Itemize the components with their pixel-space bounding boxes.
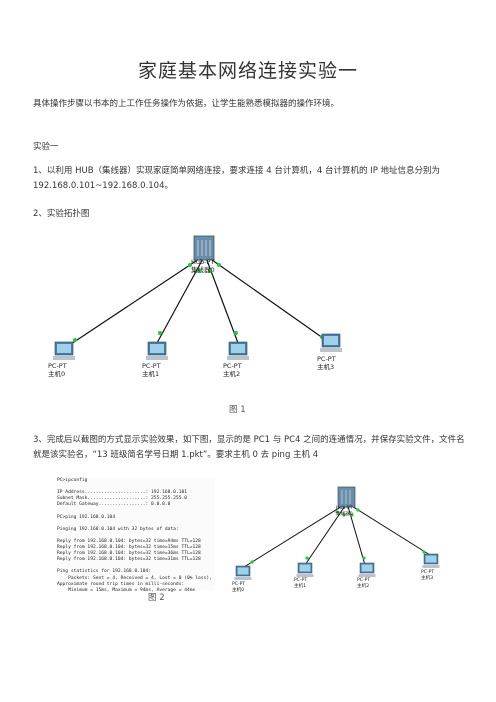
terminal-line: Reply from 192.168.0.104: bytes=32 time=… <box>57 545 201 551</box>
hub-icon <box>193 235 215 261</box>
hub-type: Hub-PT <box>336 506 353 511</box>
hub-name: 集线器0 <box>191 265 215 274</box>
pc-name: 主机3 <box>421 575 434 581</box>
pc-icon <box>422 553 440 568</box>
terminal-line: IP Address......................: 192.16… <box>57 490 187 496</box>
link-status-dot <box>73 338 77 342</box>
link-line <box>304 502 348 566</box>
figure-caption-1: 图 1 <box>229 405 246 415</box>
pc-label-2: PC-PT 主机2 <box>357 578 370 589</box>
pc-label-2: PC-PT 主机2 <box>223 362 242 378</box>
terminal-line: Subnet Mask.....................: 255.25… <box>57 496 187 502</box>
link-status-dot <box>356 508 360 512</box>
intro-text: 具体操作步骤以书本的上工作任务操作为依据，让学生能熟悉模拟器的操作环境。 <box>33 99 340 109</box>
pc-label-3: PC-PT 主机3 <box>317 355 336 371</box>
pc-label-1: PC-PT 主机1 <box>142 362 161 378</box>
pc-type: PC-PT <box>48 362 67 370</box>
link-status-dot <box>335 510 339 514</box>
pc-type: PC-PT <box>421 570 435 575</box>
link-status-dot <box>342 513 346 517</box>
terminal-line: Pinging 192.168.0.104 with 32 bytes of d… <box>57 526 179 532</box>
pc-type: PC-PT <box>317 355 336 363</box>
terminal-line: Minimum = 15ms, Maximum = 94ms, Average … <box>57 587 196 593</box>
link-line <box>346 502 366 566</box>
terminal-line: PC>ping 192.168.0.104 <box>57 514 116 520</box>
pc-name: 主机2 <box>357 583 370 589</box>
pc-icon <box>320 333 342 352</box>
pc-icon <box>234 565 252 580</box>
terminal-line: Approximate round trip times in milli-se… <box>57 581 185 587</box>
pc-label-3: PC-PT 主机3 <box>421 570 434 581</box>
pc-icon <box>53 341 75 360</box>
pc-label-0: PC-PT 主机0 <box>48 362 67 378</box>
link-status-dot <box>234 331 238 335</box>
hub-type: Hub-PT <box>191 258 215 266</box>
link-status-dot <box>188 263 192 267</box>
link-line <box>156 254 206 344</box>
pc-name: 主机0 <box>232 587 245 593</box>
document-title: 家庭基本网络连接实验一 <box>137 60 358 82</box>
pc-icon <box>227 341 249 360</box>
pc-name: 主机1 <box>294 583 307 589</box>
pc-type: PC-PT <box>294 578 308 583</box>
pc-type: PC-PT <box>223 362 242 370</box>
link-status-dot <box>217 263 221 267</box>
link-status-dot <box>250 560 254 564</box>
link-status-dot <box>208 269 212 273</box>
terminal-line: Reply from 192.168.0.104: bytes=32 time=… <box>57 538 201 544</box>
terminal-line: Packets: Sent = 4, Received = 4, Lost = … <box>57 575 212 581</box>
figure-caption-2: 图 2 <box>148 593 165 603</box>
link-status-dot <box>305 556 309 560</box>
pc-icon <box>296 562 314 577</box>
terminal-line: Reply from 192.168.0.104: bytes=32 time=… <box>57 551 201 557</box>
link-status-dot <box>197 269 201 273</box>
task-paragraph-2: 2、实验拓扑图 <box>33 209 90 219</box>
hub-icon <box>337 486 356 508</box>
hub-label: Hub-PT 集线器0 <box>336 506 353 517</box>
hub-label: Hub-PT 集线器0 <box>191 258 215 274</box>
task-paragraph-1: 1、以利用 HUB（集线器）实现家庭简单网络连接，要求连接 4 台计算机，4 台… <box>33 166 441 191</box>
terminal-line: PC>ipconfig <box>57 478 88 483</box>
link-status-dot <box>422 550 426 554</box>
pc-type: PC-PT <box>142 362 161 370</box>
pc-icon <box>146 341 168 360</box>
pc-label-1: PC-PT 主机1 <box>294 578 307 589</box>
link-line <box>204 254 331 344</box>
link-status-dot <box>362 556 366 560</box>
link-line <box>64 254 206 349</box>
pc-name: 主机0 <box>48 369 66 378</box>
pc-label-0: PC-PT 主机0 <box>232 582 245 593</box>
terminal-line: Default Gateway.................: 0.0.0.… <box>57 502 171 508</box>
link-line <box>346 502 431 556</box>
terminal-output: PC>ipconfig IP Address..................… <box>57 478 215 593</box>
terminal-line: Ping statistics for 192.168.0.104: <box>57 569 152 575</box>
hub-name: 集线器0 <box>336 511 353 517</box>
pc-type: PC-PT <box>357 578 371 583</box>
terminal-line: Reply from 192.168.0.104: bytes=32 time=… <box>57 557 201 563</box>
pc-name: 主机2 <box>223 369 241 378</box>
pc-icon <box>358 562 376 577</box>
pc-name: 主机1 <box>142 369 160 378</box>
pc-type: PC-PT <box>232 582 246 587</box>
task-paragraph-3: 3、完成后以截图的方式显示实验效果，如下图，显示的是 PC1 与 PC4 之间的… <box>33 435 465 460</box>
link-line <box>243 502 348 568</box>
pc-name: 主机3 <box>317 362 335 371</box>
link-status-dot <box>350 513 354 517</box>
link-status-dot <box>158 331 162 335</box>
section-heading: 实验一 <box>33 142 59 152</box>
